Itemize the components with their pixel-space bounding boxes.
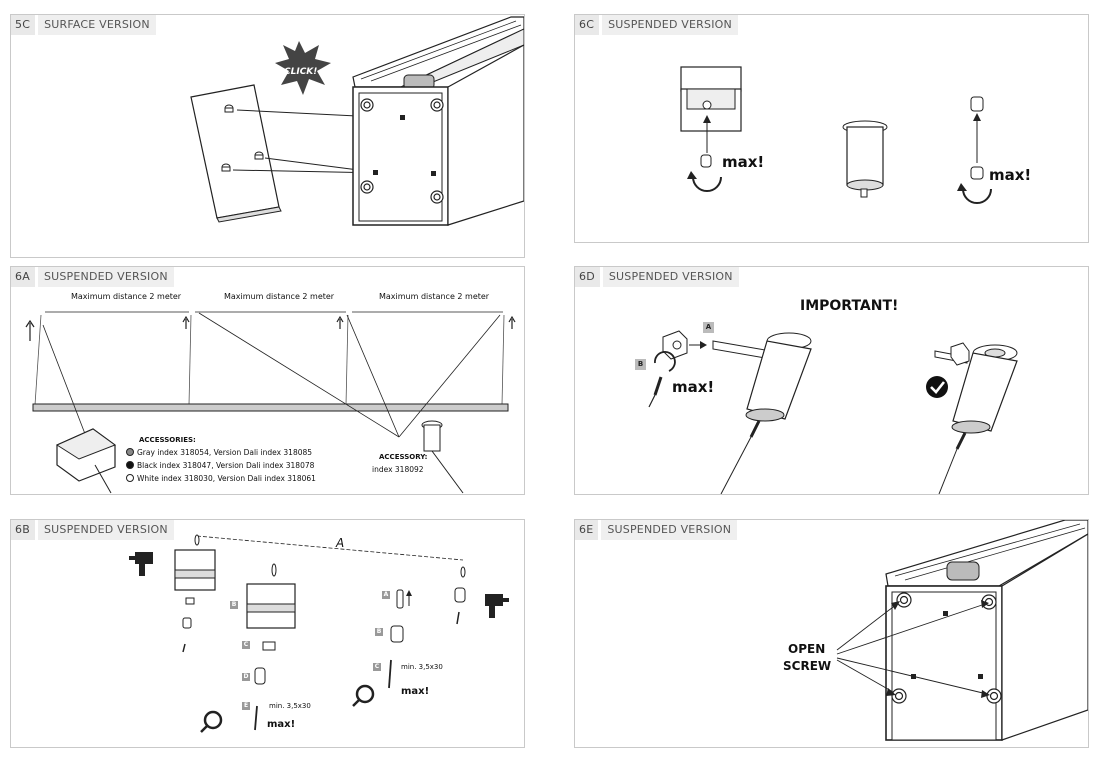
- step-tag: B: [375, 628, 383, 636]
- step-tag: C: [242, 641, 250, 649]
- max-label: max!: [989, 166, 1032, 184]
- surface-mount-illustration: [190, 16, 524, 226]
- step-code: 6B: [11, 520, 35, 540]
- accessory-item: Black index 318047, Version Dali index 3…: [137, 461, 315, 470]
- step-title: SURFACE VERSION: [38, 15, 156, 35]
- panel-6e: 6E SUSPENDED VERSION OPEN SCR: [574, 519, 1089, 748]
- step-tag: A: [382, 591, 390, 599]
- step-title: SUSPENDED VERSION: [37, 520, 174, 540]
- max-label: max!: [722, 153, 765, 171]
- accessory-title: ACCESSORY:: [379, 453, 428, 461]
- suspension-adapter-illustration: [680, 66, 992, 204]
- step-code: 6E: [575, 520, 599, 540]
- step-tag: D: [242, 673, 250, 681]
- open-screw-illustration: [836, 520, 1088, 741]
- suspension-distance-illustration: [25, 311, 516, 494]
- panel-6d: 6D SUSPENDED VERSION IMPORTANT! A B: [574, 266, 1089, 495]
- dimension-a: A: [336, 536, 345, 550]
- ceiling-mount-illustration: [129, 534, 509, 733]
- max-label: max!: [672, 378, 715, 396]
- magnifier-icon: [200, 684, 375, 733]
- distance-label: Maximum distance 2 meter: [379, 292, 490, 301]
- panel-header: 5C SURFACE VERSION: [11, 15, 156, 35]
- step-code: 6C: [575, 15, 600, 35]
- step-title: SUSPENDED VERSION: [602, 267, 739, 287]
- tag-a: A: [703, 322, 714, 333]
- max-label: max!: [267, 719, 296, 730]
- max-label: max!: [401, 686, 430, 697]
- distance-label: Maximum distance 2 meter: [71, 292, 182, 301]
- panel-6a: 6A SUSPENDED VERSION: [10, 266, 525, 495]
- step-code: 6D: [575, 267, 600, 287]
- accessory-item: White index 318030, Version Dali index 3…: [137, 474, 316, 483]
- distance-label: Maximum distance 2 meter: [224, 292, 335, 301]
- check-icon: [926, 376, 948, 398]
- step-code: 6A: [11, 267, 35, 287]
- important-label: IMPORTANT!: [800, 298, 899, 314]
- open-screw-label: OPEN: [788, 642, 826, 656]
- accessory-item: Gray index 318054, Version Dali index 31…: [137, 448, 313, 457]
- drill-icon: [485, 594, 509, 618]
- step-title: SUSPENDED VERSION: [602, 15, 738, 35]
- screw-spec: min. 3,5x30: [269, 702, 311, 710]
- step-tag: C: [373, 663, 381, 671]
- panel-header: 6C SUSPENDED VERSION: [575, 15, 738, 35]
- panel-header: 6E SUSPENDED VERSION: [575, 520, 738, 540]
- accessories-title: ACCESSORIES:: [139, 436, 196, 444]
- click-label: CLICK!: [284, 67, 318, 77]
- panel-6b: 6B SUSPENDED VERSION: [10, 519, 525, 748]
- step-title: SUSPENDED VERSION: [37, 267, 174, 287]
- panel-5c: 5C SURFACE VERSION: [10, 14, 525, 258]
- step-tag: B: [230, 601, 238, 609]
- step-code: 5C: [11, 15, 36, 35]
- drill-icon: [129, 552, 153, 576]
- tag-b: B: [635, 359, 646, 370]
- black-dot: [126, 461, 134, 469]
- step-title: SUSPENDED VERSION: [601, 520, 738, 540]
- panel-header: 6A SUSPENDED VERSION: [11, 267, 174, 287]
- panel-header: 6B SUSPENDED VERSION: [11, 520, 174, 540]
- accessory-index: index 318092: [372, 465, 424, 474]
- white-dot: [126, 474, 134, 482]
- screw-spec: min. 3,5x30: [401, 663, 443, 671]
- panel-header: 6D SUSPENDED VERSION: [575, 267, 739, 287]
- click-burst: [275, 41, 331, 95]
- open-screw-label: SCREW: [783, 659, 832, 673]
- panel-6c: 6C SUSPENDED VERSION max! max!: [574, 14, 1089, 243]
- step-tag: E: [242, 702, 250, 710]
- cable-lock-illustration: [648, 330, 1018, 494]
- gray-dot: [126, 448, 134, 456]
